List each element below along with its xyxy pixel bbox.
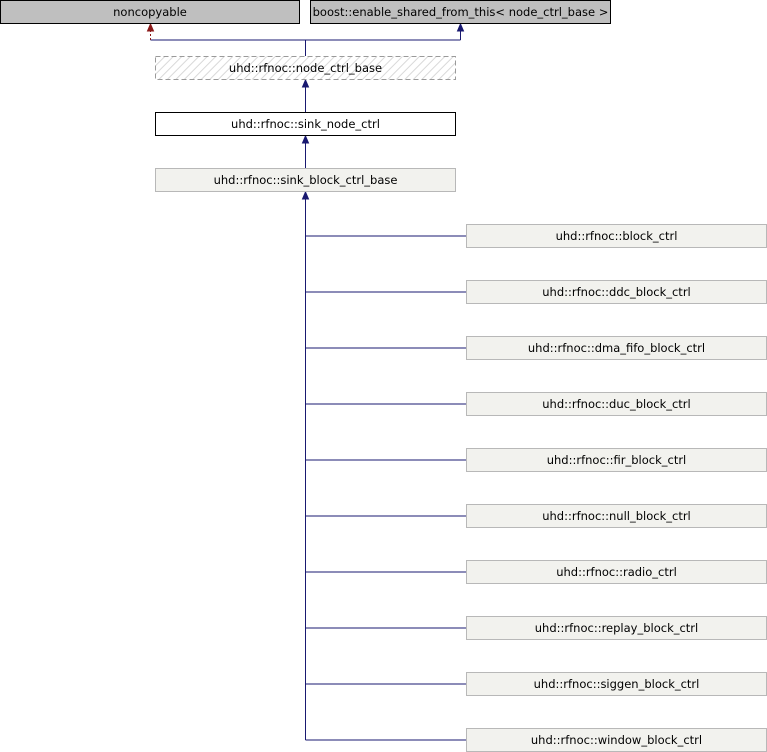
inheritance-edges [146, 22, 467, 741]
derived-class-block-ctrl[interactable]: uhd::rfnoc::block_ctrl [466, 224, 767, 248]
arrowhead-sink-node-ctrl [301, 134, 310, 144]
derived-class-fir-block-ctrl[interactable]: uhd::rfnoc::fir_block_ctrl [466, 448, 767, 472]
sink-block-ctrl-base-label: uhd::rfnoc::sink_block_ctrl_base [214, 173, 398, 187]
sink-node-ctrl-label: uhd::rfnoc::sink_node_ctrl [231, 117, 380, 131]
derived-class-radio-ctrl[interactable]: uhd::rfnoc::radio_ctrl [466, 560, 767, 584]
noncopyable-box [0, 0, 300, 24]
derived-class-window-block-ctrl[interactable]: uhd::rfnoc::window_block_ctrl [466, 728, 767, 752]
arrowhead-sink-block-ctrl-base [301, 190, 310, 200]
derived-label: uhd::rfnoc::radio_ctrl [556, 565, 677, 579]
derived-label: uhd::rfnoc::window_block_ctrl [531, 733, 702, 747]
arrowhead-node-ctrl-base [301, 78, 310, 88]
derived-label: uhd::rfnoc::siggen_block_ctrl [534, 677, 700, 691]
class-sink-node-ctrl: uhd::rfnoc::sink_node_ctrl [155, 112, 456, 136]
noncopyable-label: noncopyable [113, 5, 187, 19]
arrowhead-noncopyable [146, 22, 155, 32]
derived-class-null-block-ctrl[interactable]: uhd::rfnoc::null_block_ctrl [466, 504, 767, 528]
base-class-enable-shared-from-this[interactable]: boost::enable_shared_from_this< node_ctr… [310, 0, 611, 24]
class-sink-block-ctrl-base[interactable]: uhd::rfnoc::sink_block_ctrl_base [155, 168, 456, 192]
derived-classes: uhd::rfnoc::block_ctrluhd::rfnoc::ddc_bl… [466, 224, 767, 752]
derived-class-duc-block-ctrl[interactable]: uhd::rfnoc::duc_block_ctrl [466, 392, 767, 416]
derived-label: uhd::rfnoc::ddc_block_ctrl [542, 285, 691, 299]
derived-label: uhd::rfnoc::dma_fifo_block_ctrl [528, 341, 705, 355]
derived-class-ddc-block-ctrl[interactable]: uhd::rfnoc::ddc_block_ctrl [466, 280, 767, 304]
base-class-noncopyable[interactable]: noncopyable [0, 0, 300, 24]
node-ctrl-base-label: uhd::rfnoc::node_ctrl_base [229, 61, 382, 75]
derived-label: uhd::rfnoc::block_ctrl [556, 229, 678, 243]
arrowhead-enable-shared [456, 22, 465, 32]
derived-label: uhd::rfnoc::replay_block_ctrl [535, 621, 698, 635]
sink-node-ctrl-box [155, 112, 456, 136]
derived-label: uhd::rfnoc::duc_block_ctrl [542, 397, 690, 411]
derived-class-replay-block-ctrl[interactable]: uhd::rfnoc::replay_block_ctrl [466, 616, 767, 640]
derived-label: uhd::rfnoc::null_block_ctrl [542, 509, 691, 523]
class-node-ctrl-base[interactable]: uhd::rfnoc::node_ctrl_base [155, 56, 456, 80]
enable-shared-from-this-label: boost::enable_shared_from_this< node_ctr… [313, 5, 609, 19]
derived-class-dma-fifo-block-ctrl[interactable]: uhd::rfnoc::dma_fifo_block_ctrl [466, 336, 767, 360]
derived-class-siggen-block-ctrl[interactable]: uhd::rfnoc::siggen_block_ctrl [466, 672, 767, 696]
node-ctrl-base-box [155, 56, 456, 80]
sink-block-ctrl-base-box [155, 168, 456, 192]
derived-label: uhd::rfnoc::fir_block_ctrl [547, 453, 687, 467]
enable-shared-from-this-box [310, 0, 611, 24]
